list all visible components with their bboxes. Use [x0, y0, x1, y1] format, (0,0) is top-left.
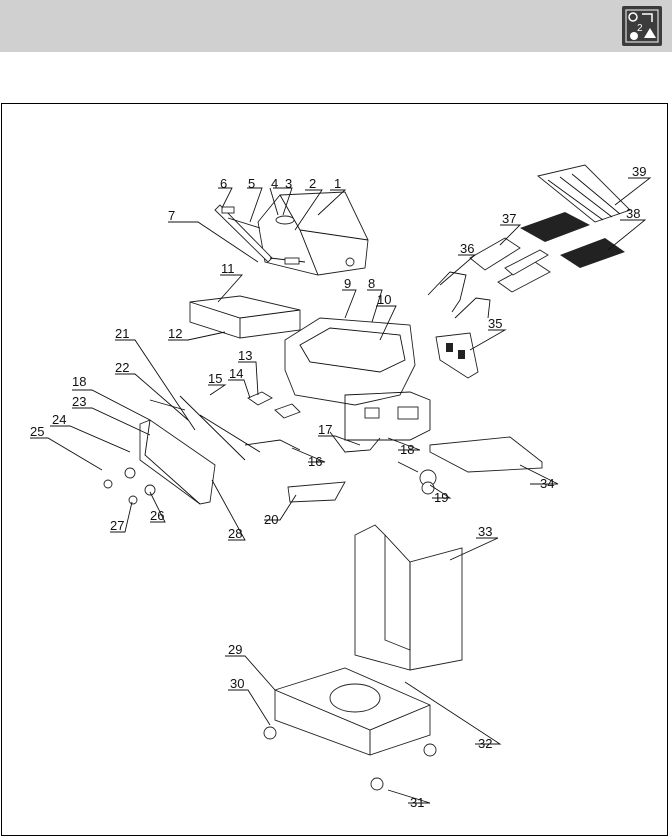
side-panel — [189, 295, 301, 339]
part-number-4: 4 — [271, 176, 278, 191]
part-number-15: 15 — [208, 371, 222, 386]
heat-plates — [469, 237, 551, 293]
cart-base — [274, 667, 431, 756]
part-number-16: 16 — [308, 454, 322, 469]
part-number-13: 13 — [238, 348, 252, 363]
part-number-36: 36 — [460, 241, 474, 256]
diagram-frame — [1, 103, 668, 836]
part-number-27: 27 — [110, 518, 124, 533]
part-number-10: 10 — [377, 292, 391, 307]
part-number-37: 37 — [502, 211, 516, 226]
part-number-5: 5 — [248, 176, 255, 191]
part-number-1: 1 — [334, 176, 341, 191]
part-number-12: 12 — [168, 326, 182, 341]
part-number-3: 3 — [285, 176, 292, 191]
gas-regulator — [397, 461, 437, 495]
part-number-18-right: 18 — [400, 442, 414, 457]
part-number-26: 26 — [150, 508, 164, 523]
burner-bracket — [435, 332, 479, 379]
side-shelf — [429, 436, 543, 473]
cooking-grids — [520, 212, 625, 268]
part-number-14: 14 — [229, 366, 243, 381]
lid-handle — [214, 204, 306, 265]
gas-valves — [247, 391, 301, 419]
warming-grate — [537, 164, 631, 223]
part-number-21: 21 — [115, 326, 129, 341]
part-number-23: 23 — [72, 394, 86, 409]
part-number-7: 7 — [168, 208, 175, 223]
part-number-34: 34 — [540, 476, 554, 491]
burners — [427, 271, 491, 319]
part-number-20: 20 — [264, 512, 278, 527]
part-number-19: 19 — [434, 490, 448, 505]
part-number-38: 38 — [626, 206, 640, 221]
part-number-17: 17 — [318, 422, 332, 437]
part-number-22: 22 — [115, 360, 129, 375]
casters — [263, 726, 437, 791]
part-number-31: 31 — [410, 795, 424, 810]
part-number-18-left: 18 — [72, 374, 86, 389]
assembly-tools-icon: 2 — [622, 6, 662, 46]
part-number-9: 9 — [344, 276, 351, 291]
part-number-6: 6 — [220, 176, 227, 191]
grill-lid — [257, 191, 369, 276]
cart-enclosure — [354, 524, 463, 671]
leader-lines — [30, 177, 652, 804]
part-number-28: 28 — [228, 526, 242, 541]
firebox — [284, 317, 431, 453]
part-number-32: 32 — [478, 736, 492, 751]
part-numbers: 1 2 3 4 5 6 7 8 9 10 11 12 13 14 15 16 1… — [30, 164, 646, 810]
header-bar: 2 — [0, 0, 672, 52]
part-number-29: 29 — [228, 642, 242, 657]
part-number-33: 33 — [478, 524, 492, 539]
part-number-30: 30 — [230, 676, 244, 691]
part-number-8: 8 — [368, 276, 375, 291]
grease-tray — [287, 481, 346, 503]
part-number-39: 39 — [632, 164, 646, 179]
part-number-25: 25 — [30, 424, 44, 439]
part-number-11: 11 — [221, 261, 235, 276]
control-panel — [103, 395, 301, 505]
svg-text:2: 2 — [637, 23, 643, 34]
part-number-2: 2 — [309, 176, 316, 191]
part-number-24: 24 — [52, 412, 66, 427]
part-number-35: 35 — [488, 316, 502, 331]
